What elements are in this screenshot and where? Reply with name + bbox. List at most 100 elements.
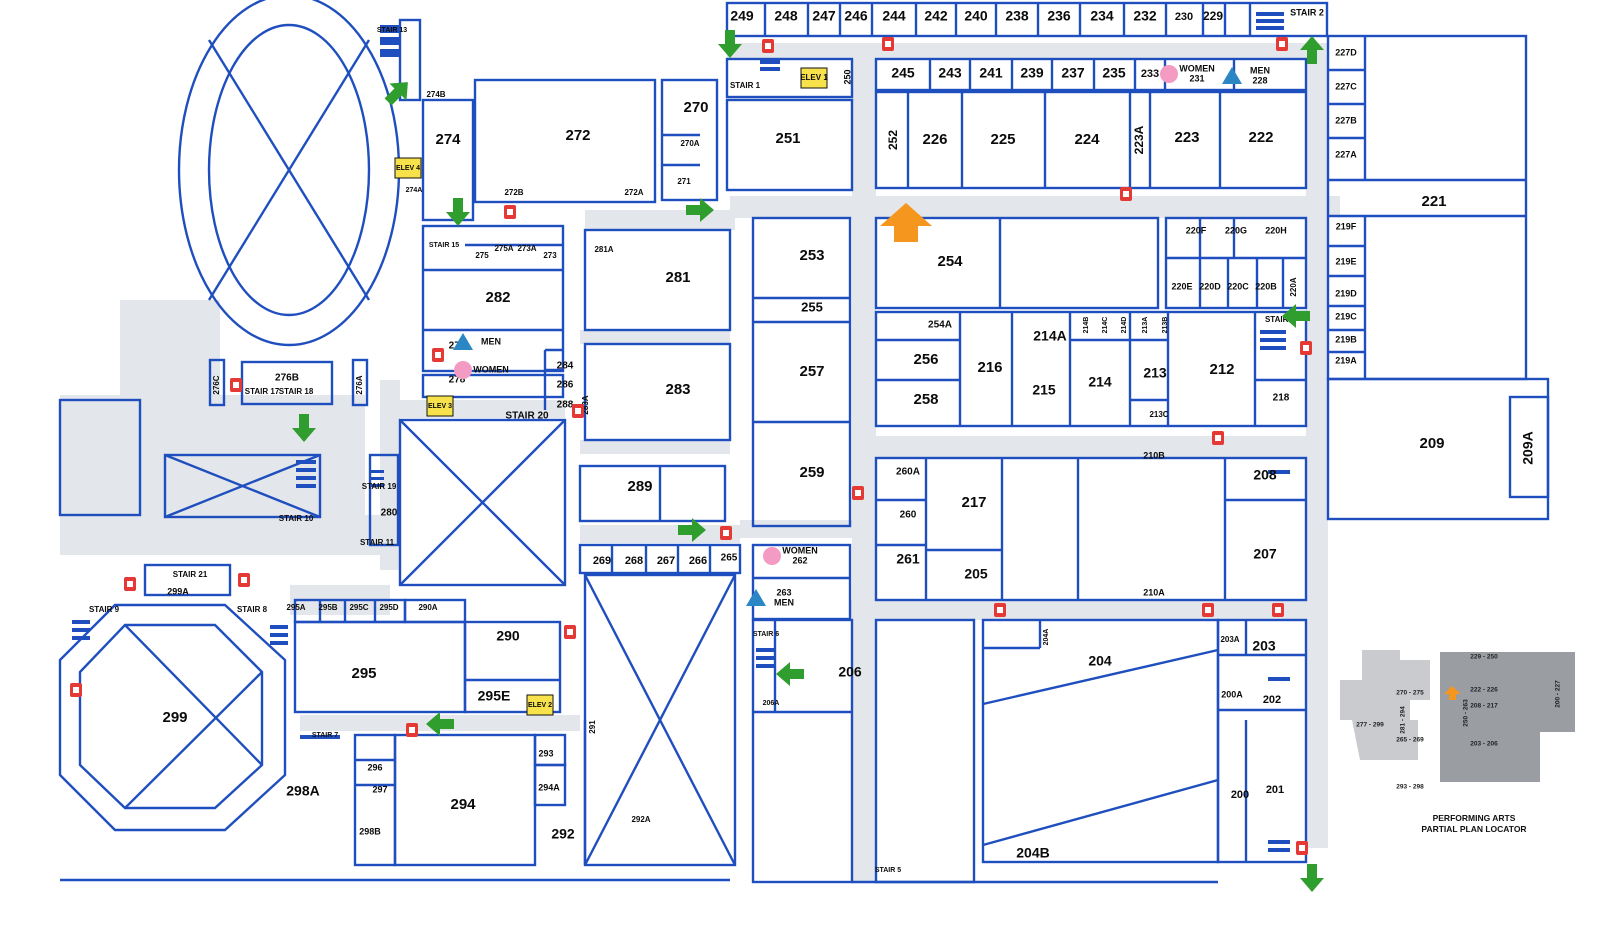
- room-label-209: 209: [1419, 435, 1444, 452]
- room-label-248: 248: [774, 8, 798, 24]
- exit-arrow-icon: [1300, 864, 1324, 892]
- fire-extinguisher-icon: [882, 37, 894, 51]
- stair-label-4: STAIR 3: [1265, 315, 1296, 324]
- stair-label-14: STAIR 6: [753, 631, 779, 638]
- room-label-272a: 272A: [624, 188, 643, 197]
- room-label-261: 261: [896, 551, 920, 567]
- room-label-220d: 220D: [1199, 281, 1221, 291]
- room-label-294: 294: [450, 796, 476, 813]
- room-label-217: 217: [961, 494, 986, 511]
- room-label-219f: 219F: [1336, 221, 1357, 231]
- men-restroom-icon: [1222, 67, 1242, 84]
- room-label-233: 233: [1141, 68, 1159, 80]
- room-label-290: 290: [496, 628, 520, 644]
- room-label-220c: 220C: [1227, 281, 1249, 291]
- fire-alarm-pull-icon: [406, 723, 418, 737]
- room-label-275: 275: [475, 251, 489, 260]
- restroom-label-0: WOMEN: [1179, 63, 1215, 73]
- room-label-224: 224: [1074, 131, 1100, 148]
- room-label-296: 296: [367, 762, 382, 772]
- room-label-298a: 298A: [286, 783, 319, 799]
- room-label-273: 273: [543, 251, 557, 260]
- women-restroom-icon: [763, 547, 781, 565]
- exit-arrow-icon: [1300, 36, 1324, 64]
- room-label-299a: 299A: [167, 586, 189, 596]
- room-label-281a: 281A: [594, 245, 613, 254]
- room-label-247: 247: [812, 8, 836, 24]
- fire-extinguisher-icon: [1276, 37, 1288, 51]
- fire-alarm-pull-icon: [504, 205, 516, 219]
- room-label-268: 268: [625, 555, 643, 567]
- fire-extinguisher-icon: [564, 625, 576, 639]
- room-label-265: 265: [721, 553, 738, 564]
- room-label-219b: 219B: [1335, 334, 1357, 344]
- room-label-295d: 295D: [379, 603, 398, 612]
- restroom-label-2: MEN: [481, 336, 501, 346]
- room-label-200a: 200A: [1221, 689, 1243, 699]
- stair-label-2: STAIR 1: [730, 81, 761, 90]
- room-label-254: 254: [937, 253, 963, 270]
- room-label-205: 205: [964, 566, 988, 582]
- room-label-295e: 295E: [478, 688, 511, 704]
- stair-label-7: STAIR 20: [505, 411, 549, 422]
- room-label-210a: 210A: [1143, 587, 1165, 597]
- stair-label-1: STAIR 2: [1290, 7, 1324, 17]
- room-label-282: 282: [485, 289, 510, 306]
- room-label-214b: 214B: [1083, 317, 1090, 334]
- fire-extinguisher-icon: [852, 486, 864, 500]
- room-label-241: 241: [979, 65, 1003, 81]
- stair-label-11: STAIR 21: [173, 570, 208, 579]
- room-label-213c: 213C: [1149, 410, 1168, 419]
- room-label-220e: 220E: [1171, 281, 1192, 291]
- room-label-251: 251: [775, 130, 800, 147]
- room-label-203: 203: [1252, 638, 1276, 654]
- elevator-1: ELEV 4: [394, 157, 422, 179]
- restroom-number-4: 262: [792, 555, 807, 565]
- room-label-206: 206: [838, 664, 862, 680]
- exit-arrow-icon: [1282, 304, 1310, 328]
- fire-extinguisher-icon: [230, 378, 242, 392]
- room-label-229: 229: [1203, 9, 1223, 23]
- room-label-255: 255: [801, 299, 823, 314]
- room-label-214c: 214C: [1102, 317, 1109, 334]
- room-label-258: 258: [913, 391, 938, 408]
- fire-extinguisher-icon: [1202, 603, 1214, 617]
- room-label-214d: 214D: [1121, 317, 1128, 334]
- stair-label-5: STAIR 17: [245, 387, 280, 396]
- room-label-236: 236: [1047, 8, 1071, 24]
- room-label-232: 232: [1133, 8, 1157, 24]
- stair-label-8: STAIR 19: [362, 482, 397, 491]
- room-label-204: 204: [1088, 653, 1112, 669]
- exit-arrow-icon: [686, 198, 714, 222]
- men-restroom-icon: [453, 333, 473, 350]
- fire-extinguisher-icon: [432, 348, 444, 362]
- stair-hatching: [72, 12, 1290, 852]
- fire-alarm-pull-icon: [124, 577, 136, 591]
- room-label-246: 246: [844, 8, 868, 24]
- exit-arrow-icon: [384, 82, 408, 106]
- room-label-245: 245: [891, 65, 915, 81]
- restroom-number-0: 231: [1189, 73, 1204, 83]
- room-label-280: 280: [381, 508, 398, 519]
- locator-label-1: 270 - 275: [1396, 690, 1424, 697]
- room-label-298b: 298B: [359, 826, 381, 836]
- room-label-295: 295: [351, 665, 376, 682]
- fire-alarm-pull-icon: [762, 39, 774, 53]
- elevator-label-2: ELEV 3: [428, 403, 452, 410]
- room-label-289: 289: [627, 478, 652, 495]
- room-label-250: 250: [842, 69, 852, 84]
- room-label-237: 237: [1061, 65, 1085, 81]
- room-label-293: 293: [538, 748, 553, 758]
- locator-label-8: 265 - 269: [1396, 737, 1424, 744]
- fire-alarm-pull-icon: [1120, 187, 1132, 201]
- fire-extinguisher-icon: [1272, 603, 1284, 617]
- room-label-213a: 213A: [1142, 317, 1149, 334]
- room-label-220g: 220G: [1225, 225, 1247, 235]
- room-label-206a: 206A: [763, 700, 780, 707]
- room-label-249: 249: [730, 8, 754, 24]
